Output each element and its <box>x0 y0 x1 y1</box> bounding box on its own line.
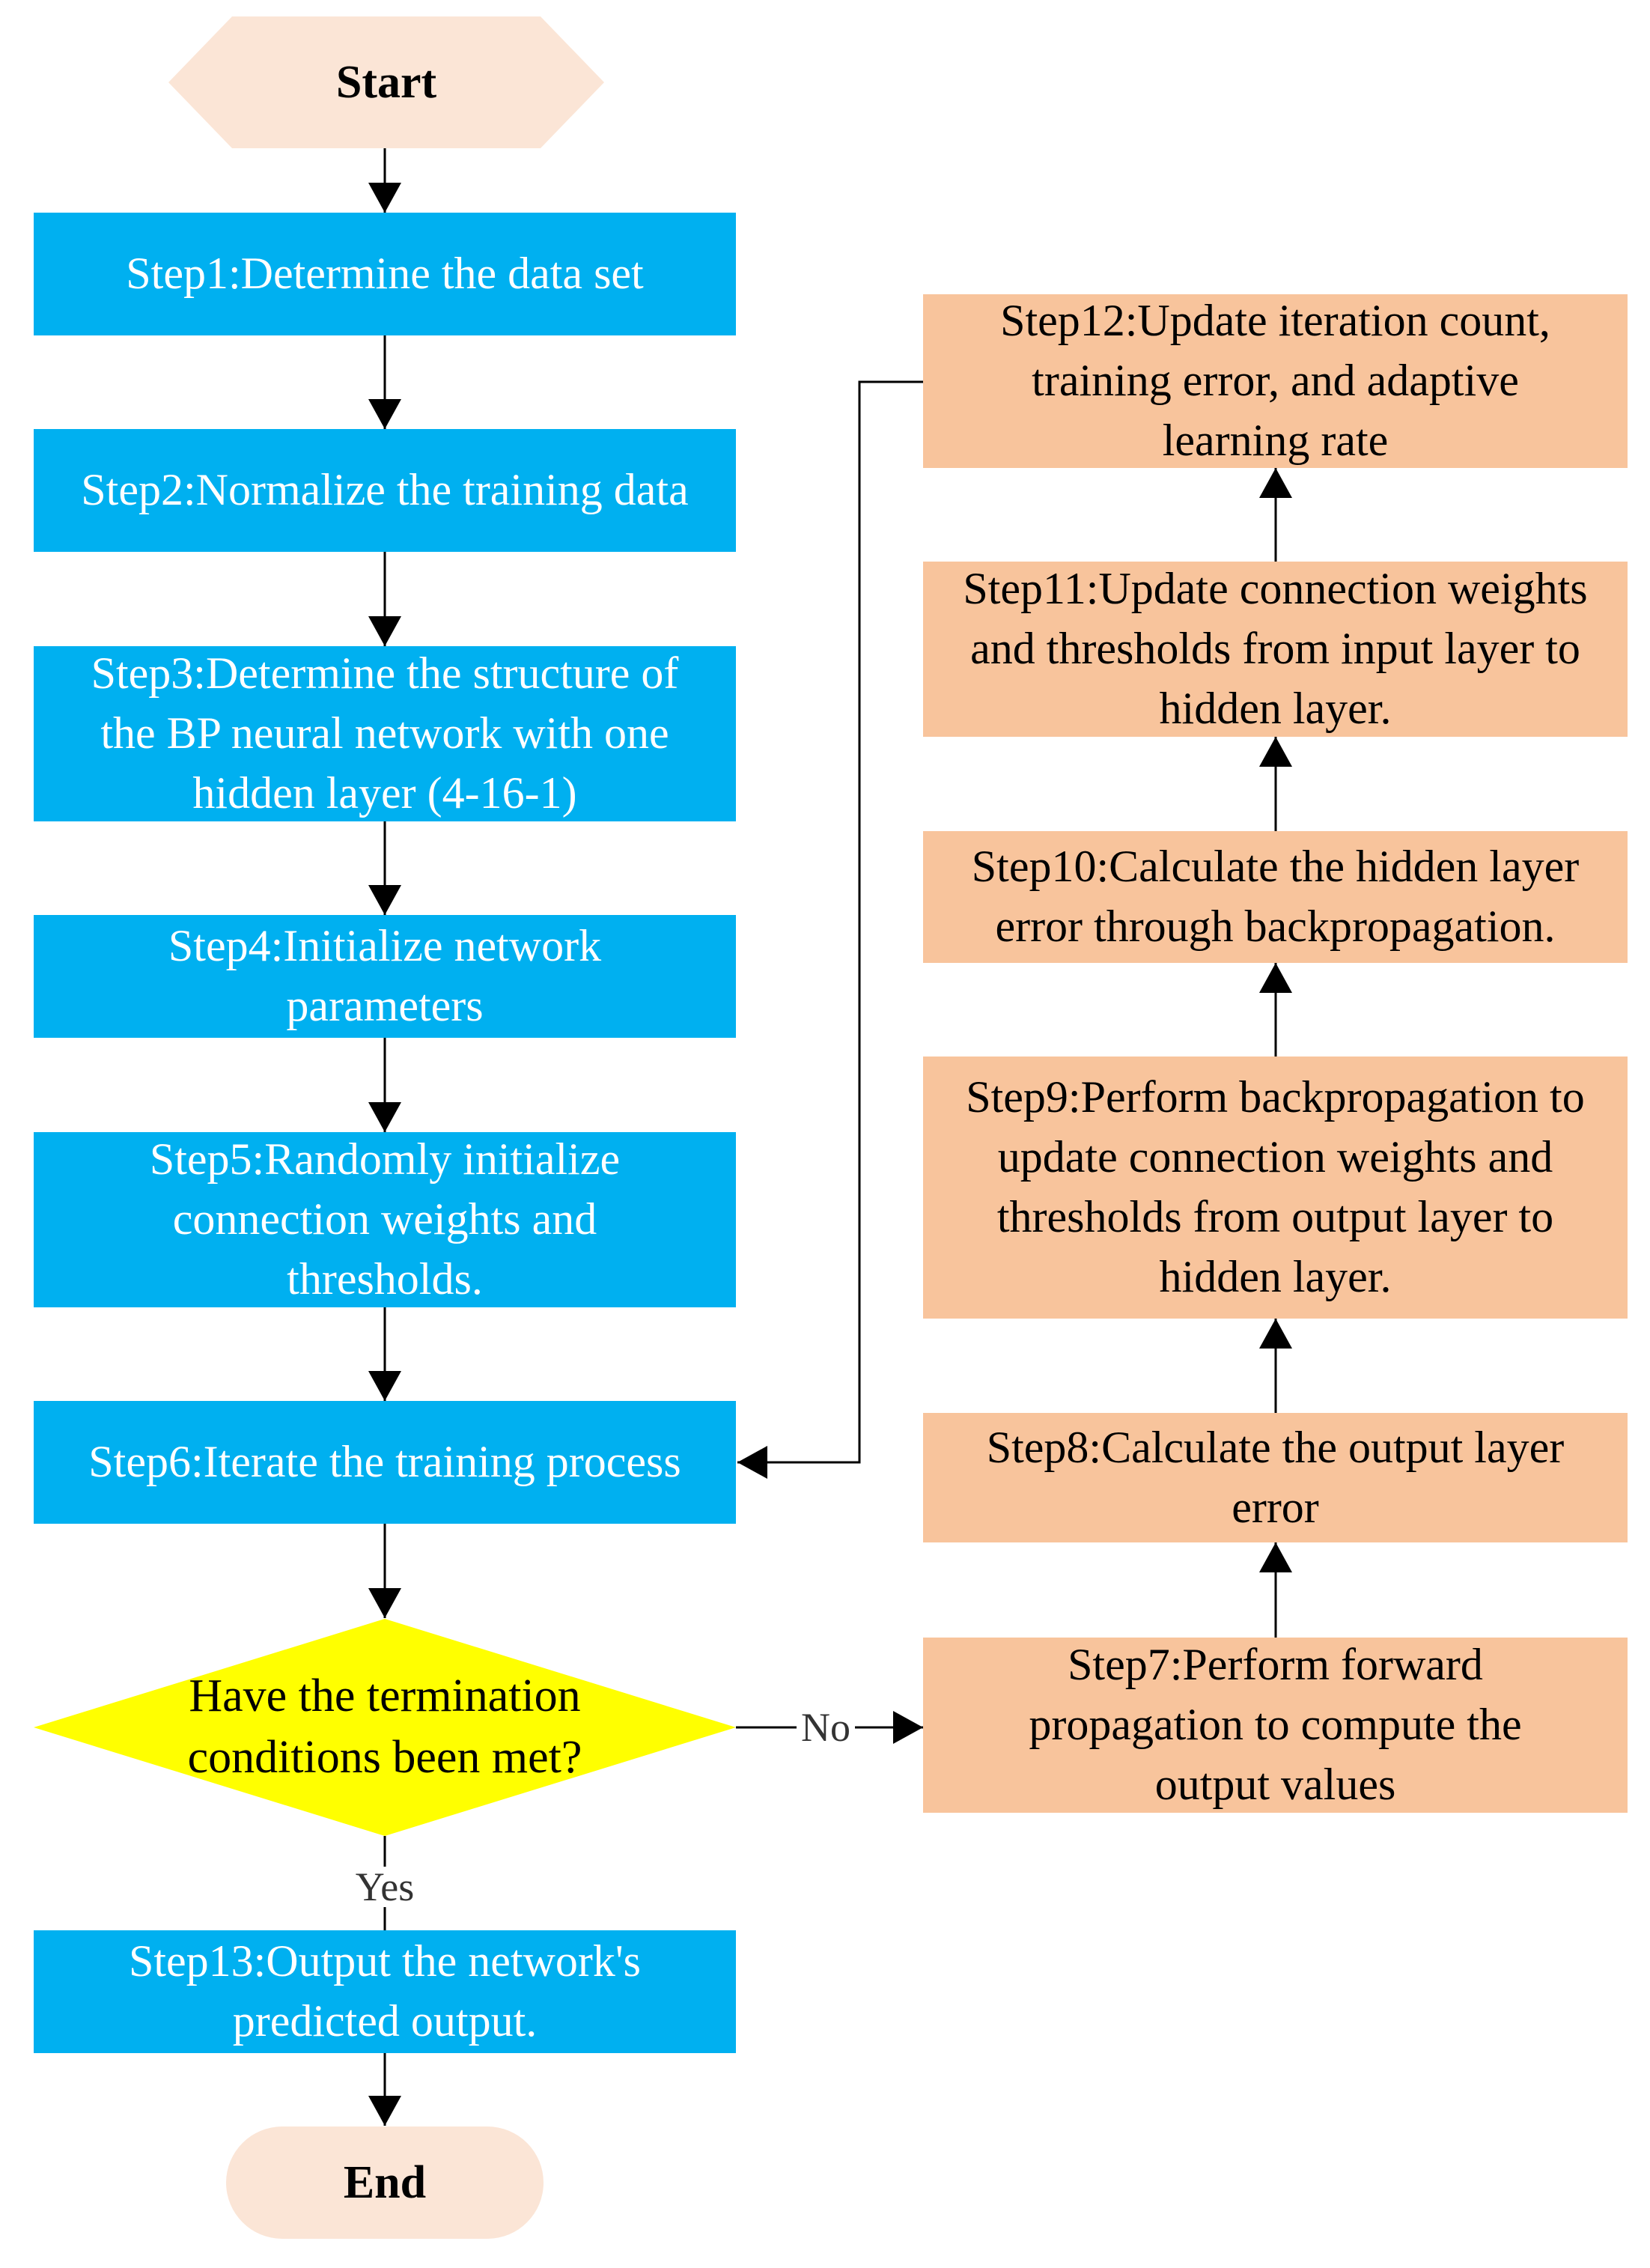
step13-box: Step13:Output the network's predicted ou… <box>34 1930 736 2053</box>
step11-box: Step11:Update connection weights and thr… <box>923 562 1628 737</box>
step1-box: Step1:Determine the data set <box>34 213 736 335</box>
start-label: Start <box>335 56 437 108</box>
step5-box: Step5:Randomly initialize connection wei… <box>34 1132 736 1307</box>
end-label: End <box>343 2156 427 2208</box>
decision-label: Have the termination conditions been met… <box>187 1670 582 1783</box>
step9-box: Step9:Perform backpropagation to update … <box>923 1057 1628 1319</box>
step3-box: Step3:Determine the structure of the BP … <box>34 646 736 821</box>
step12-box: Step12:Update iteration count, training … <box>923 294 1628 468</box>
step8-box: Step8:Calculate the output layer error <box>923 1413 1628 1542</box>
decision-diamond <box>34 1619 736 1836</box>
start-terminal <box>168 16 604 148</box>
yes-label: Yes <box>350 1867 419 1907</box>
step2-box: Step2:Normalize the training data <box>34 429 736 552</box>
step7-box: Step7:Perform forward propagation to com… <box>923 1638 1628 1813</box>
no-label: No <box>797 1707 855 1748</box>
step4-box: Step4:Initialize network parameters <box>34 915 736 1038</box>
step10-box: Step10:Calculate the hidden layer error … <box>923 831 1628 963</box>
edge-step12-step6 <box>737 380 923 1479</box>
step6-box: Step6:Iterate the training process <box>34 1401 736 1524</box>
end-terminal <box>226 2126 544 2239</box>
